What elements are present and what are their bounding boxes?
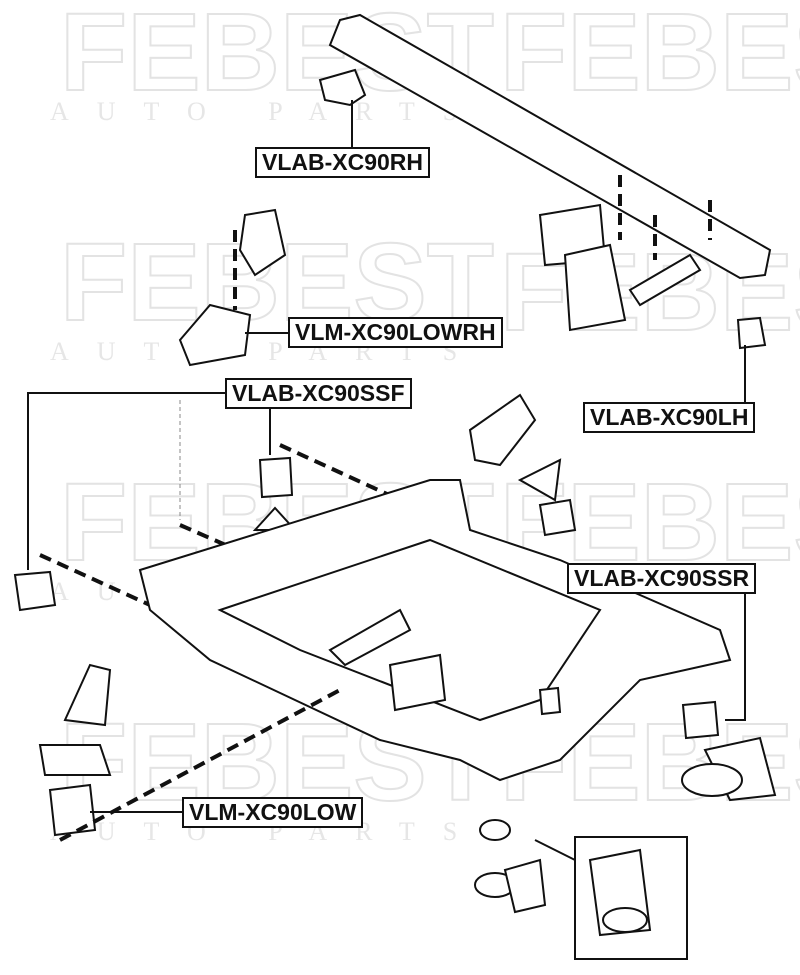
ssf-bushing-left (13, 570, 57, 612)
lh-mount (736, 316, 767, 350)
label-vlab-xc90ssr: VLAB-XC90SSR (567, 563, 757, 594)
ssf-bushing-upper (258, 456, 294, 499)
ssr-washer (681, 763, 743, 797)
lowrh-mount (178, 303, 252, 367)
lh-mount-body (563, 243, 627, 332)
label-vlm-xc90low: VLM-XC90LOW (182, 797, 364, 828)
label-vlab-xc90rh: VLAB-XC90RH (255, 147, 431, 178)
low-bracket-top (63, 663, 112, 727)
upper-crossmember (328, 13, 772, 280)
rear-mount (538, 498, 577, 537)
label-vlab-xc90lh: VLAB-XC90LH (583, 402, 756, 433)
lower-bracket (503, 858, 547, 914)
lh-bracket-right (628, 253, 702, 307)
rh-mount (318, 68, 367, 107)
label-vlab-xc90ssf: VLAB-XC90SSF (225, 378, 412, 409)
center-mount (388, 653, 447, 712)
svg-text:AUTO PARTS: AUTO PARTS (50, 97, 485, 126)
rear-bracket (468, 393, 537, 467)
lower-washer (479, 819, 511, 841)
small-bushing (538, 686, 562, 716)
low-mount (48, 783, 97, 837)
label-vlm-xc90lowrh: VLM-XC90LOWRH (288, 317, 503, 348)
ssr-bushing (681, 700, 720, 740)
steering-bracket (328, 608, 412, 667)
low-shield (38, 744, 112, 776)
svg-text:FEBEST: FEBEST (500, 0, 800, 114)
rear-shield (517, 458, 562, 502)
lowrh-bracket (238, 208, 287, 277)
